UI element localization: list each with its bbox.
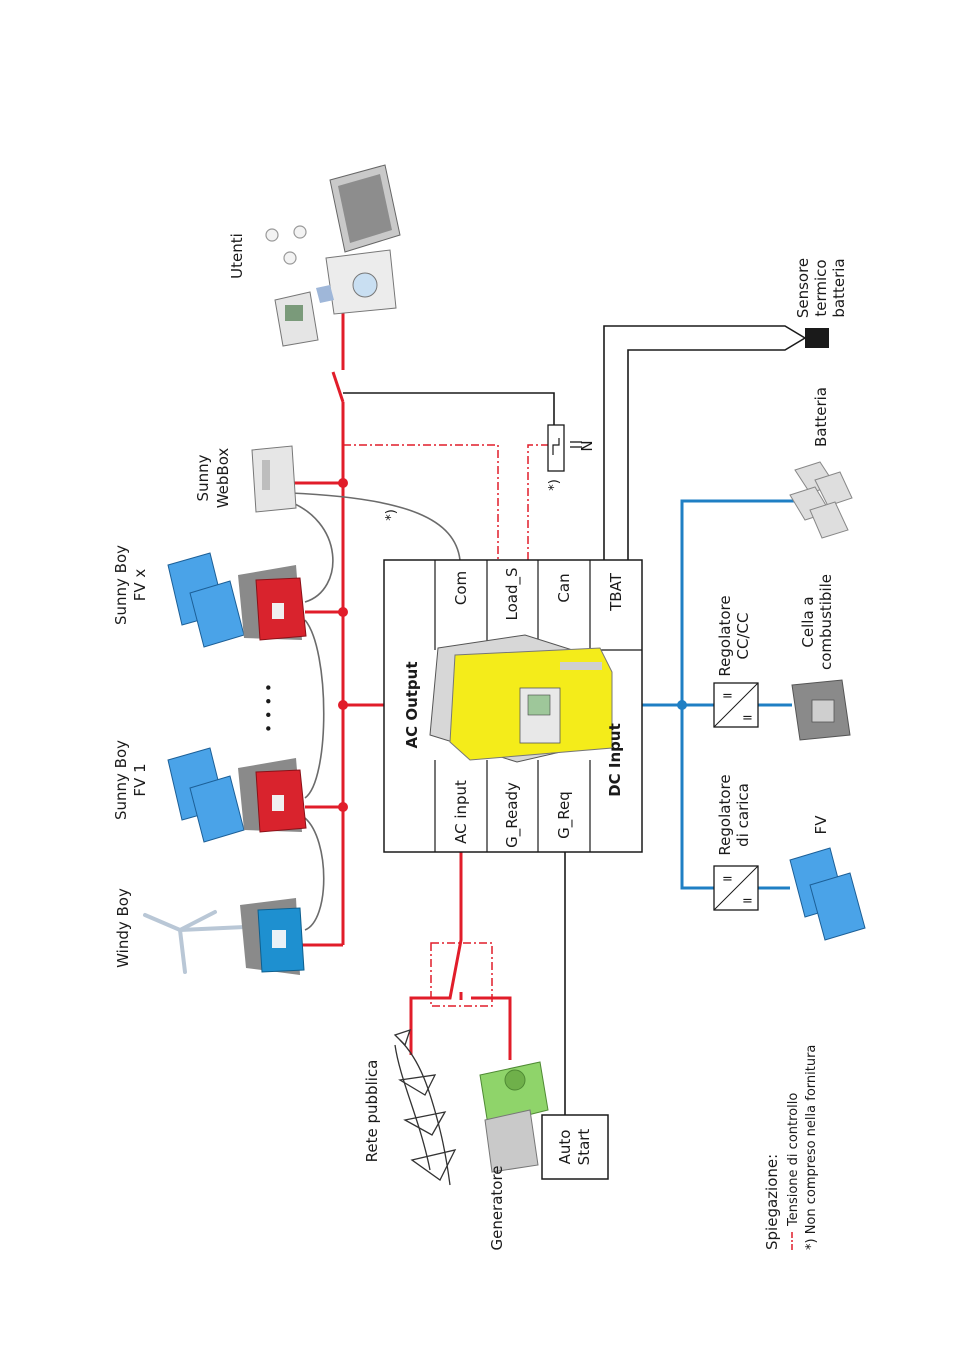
auto-start-box <box>541 1114 609 1180</box>
webbox-footnote-marker: *) <box>384 509 399 521</box>
windy-boy-inverter <box>240 898 305 975</box>
dc-converter-icon: = = <box>713 682 759 728</box>
cella-label-l2: combustibile <box>817 574 835 670</box>
dc-input-label: DC Input <box>606 723 624 797</box>
cella-label-l1: Cella a <box>799 596 817 647</box>
solar-panel-icon <box>167 747 245 843</box>
relay-n-label: N <box>578 440 596 451</box>
webbox-icon <box>251 445 297 513</box>
port-g-ready: G_Ready <box>503 782 522 848</box>
reg-carica-label-l2: di carica <box>734 783 752 847</box>
dc-junction <box>677 700 687 710</box>
sensore-label-l1: Sensore <box>794 258 812 318</box>
rete-pubblica-label: Rete pubblica <box>363 1060 381 1163</box>
ac-junctions <box>338 478 348 812</box>
temperature-sensor-icon <box>805 328 829 348</box>
unit-labels: AC Output DC Input Com Load_S Can TBAT A… <box>403 567 625 847</box>
reg-cc-label-l1: Regolatore <box>716 595 734 676</box>
auto-start-label-l1: Auto <box>556 1130 574 1165</box>
webbox-label-l1: Sunny <box>194 454 212 501</box>
auto-start-label-l2: Start <box>575 1129 593 1166</box>
legend-not-included: *) Non compreso nella fornitura <box>804 1045 819 1250</box>
batteria-label: Batteria <box>812 387 830 447</box>
wind-turbine-icon <box>143 910 247 974</box>
signal-lines <box>343 325 806 1115</box>
ellipsis-dots: • • • • <box>260 683 278 733</box>
sunny-boy-x-label-l1: Sunny Boy <box>112 545 130 625</box>
sunny-boy-1-inverter <box>238 758 307 833</box>
dc-lines <box>642 499 795 890</box>
sunny-boy-x-inverter <box>238 565 307 641</box>
svg-text:=: = <box>722 689 733 704</box>
port-g-req: G_Req <box>555 791 574 839</box>
reg-cc-label-l2: CC/CC <box>734 613 752 660</box>
port-tbat: TBAT <box>607 572 625 612</box>
legend-control-voltage: Tensione di controllo <box>786 1093 801 1227</box>
svg-text:=: = <box>722 872 733 887</box>
legend: Spiegazione: Tensione di controllo *) No… <box>763 1045 819 1250</box>
webbox-label-l2: WebBox <box>214 448 232 509</box>
sunny-boy-1-label-l2: FV 1 <box>131 763 149 796</box>
sensore-label-l3: batteria <box>830 258 848 317</box>
ac-output-label: AC Output <box>403 661 421 748</box>
sensore-label-l2: termico <box>812 259 830 316</box>
power-pylon-icon <box>393 1028 457 1186</box>
solar-panel-icon <box>789 847 866 941</box>
relay-footnote-marker: *) <box>547 479 562 491</box>
fv-label: FV <box>812 815 830 835</box>
svg-text:=: = <box>742 894 753 909</box>
ac-lines <box>290 305 512 1060</box>
sunny-boy-x-label-l2: FV x <box>131 569 149 602</box>
svg-text:=: = <box>742 711 753 726</box>
generatore-label: Generatore <box>488 1165 506 1250</box>
battery-icon <box>789 461 853 539</box>
port-can: Can <box>555 573 573 602</box>
dc-converter-icon: = = <box>713 865 759 911</box>
solar-panel-icon <box>167 552 245 648</box>
control-lines <box>343 444 548 1007</box>
sunny-boy-1-label-l1: Sunny Boy <box>112 740 130 820</box>
legend-title: Spiegazione: <box>763 1154 781 1250</box>
appliances-icon <box>265 164 401 347</box>
reg-carica-label-l1: Regolatore <box>716 774 734 855</box>
relay-icon <box>547 424 582 472</box>
utenti-label: Utenti <box>228 233 246 279</box>
generator-icon <box>479 1061 549 1173</box>
com-cables <box>284 492 461 931</box>
inverter-icon <box>429 634 613 763</box>
port-com: Com <box>452 571 470 605</box>
fuel-cell-icon <box>791 679 851 741</box>
port-ac-input: AC input <box>452 780 470 844</box>
main-switch <box>331 371 345 403</box>
port-load-s: Load_S <box>503 567 522 620</box>
windy-boy-label: Windy Boy <box>114 888 132 968</box>
